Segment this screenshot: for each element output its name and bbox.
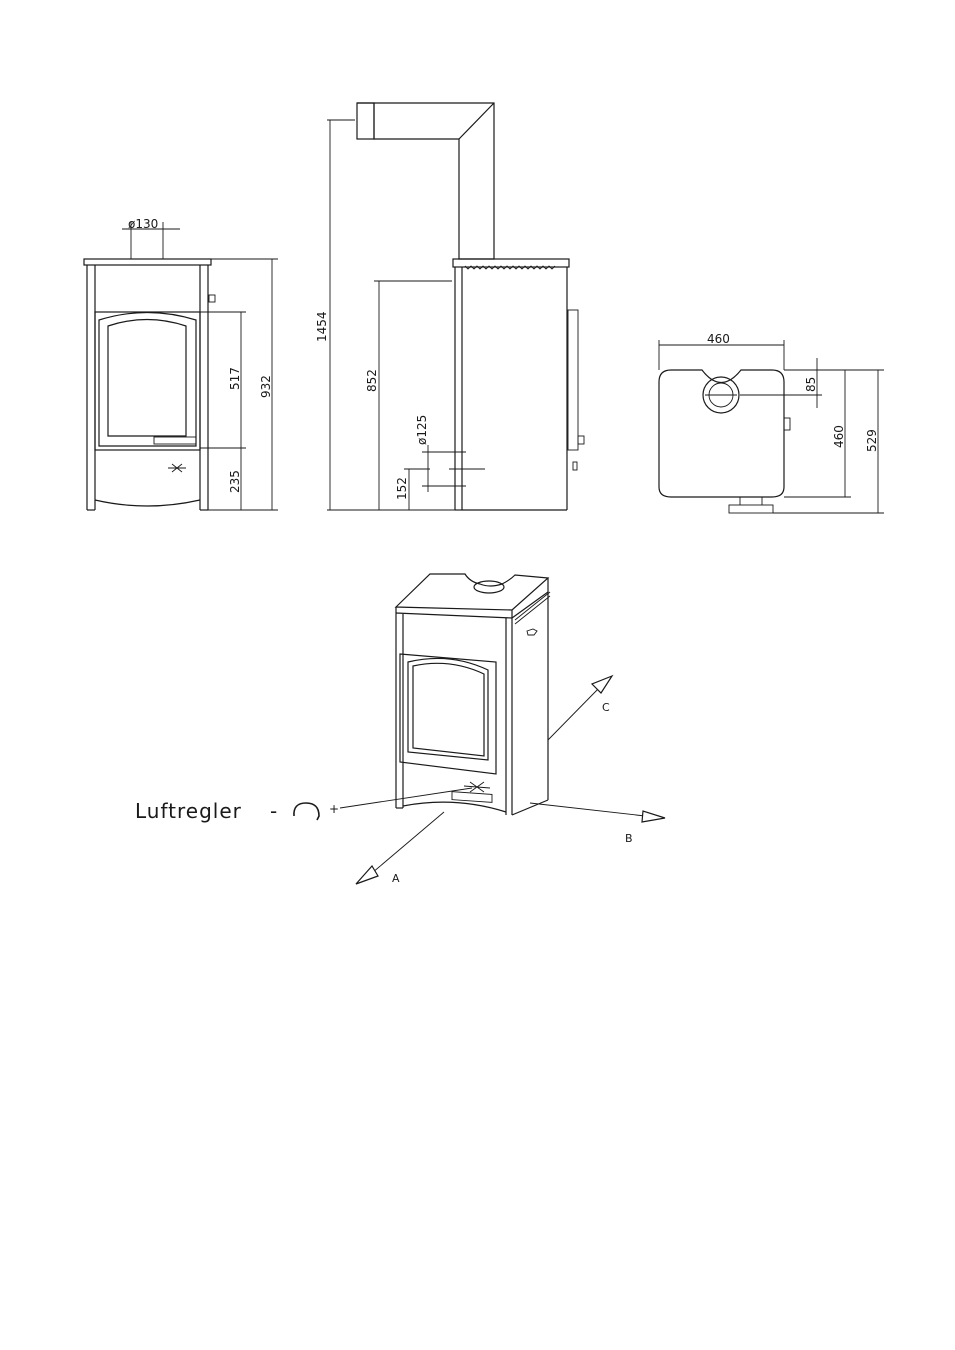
- front-view: ø130 932 517 235: [84, 217, 278, 510]
- top-width-dim: 460: [707, 332, 730, 346]
- flue-diameter-dim: ø130: [128, 217, 158, 231]
- flue-height-dim: 1454: [315, 311, 329, 342]
- air-control-plus: +: [329, 802, 339, 816]
- inlet-diameter-dim: ø125: [415, 415, 429, 445]
- inlet-height-dim: 152: [395, 477, 409, 500]
- top-depth-dim: 460: [832, 425, 846, 448]
- axis-b-label: B: [625, 832, 633, 845]
- side-view: 1454 852 ø125 152: [315, 103, 584, 510]
- air-control-label: Luftregler: [135, 799, 242, 823]
- perspective-view: A B C Luftregler - +: [135, 574, 665, 885]
- rear-outlet-height-dim: 852: [365, 369, 379, 392]
- top-depth-total-dim: 529: [865, 429, 879, 452]
- flue-offset-dim: 85: [804, 377, 818, 392]
- door-height-dim: 517: [228, 367, 242, 390]
- top-view: 460 85 460 529: [659, 332, 884, 513]
- air-control-rotation-icon: [294, 803, 319, 820]
- axis-c-label: C: [602, 701, 610, 714]
- axis-a-label: A: [392, 872, 400, 885]
- total-height-dim: 932: [259, 375, 273, 398]
- brand-logo: [168, 464, 186, 472]
- base-height-dim: 235: [228, 470, 242, 493]
- air-control-minus: -: [270, 799, 278, 823]
